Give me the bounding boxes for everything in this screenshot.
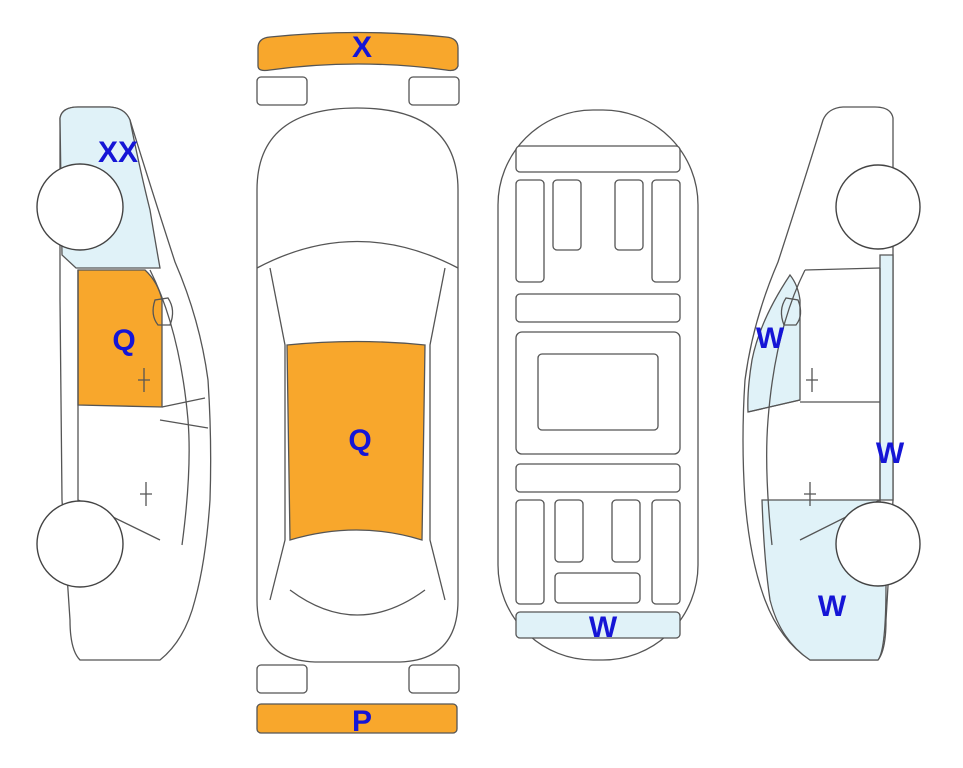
right-roof-line	[804, 267, 881, 271]
underbody-rear-rail-right	[651, 499, 681, 605]
label-right-rear-quarter: W	[818, 590, 847, 623]
left-door-handle-front	[138, 368, 150, 392]
underbody-front-rail-left	[515, 179, 545, 283]
label-underbody-rear: W	[589, 611, 618, 644]
top-side-line-right	[429, 267, 446, 601]
rear-light-right	[408, 664, 460, 694]
front-bumper-panel[interactable]	[257, 31, 459, 72]
right-door-line	[799, 268, 881, 541]
label-left-front-door: Q	[112, 324, 135, 357]
rear-bumper-panel[interactable]	[256, 703, 458, 734]
underbody-rear-inner-right	[611, 499, 641, 563]
roof-panel[interactable]	[286, 340, 426, 541]
underbody-mid-bar-2	[515, 463, 681, 493]
underbody-view: W	[497, 109, 699, 661]
right-door-handle-front	[806, 368, 818, 392]
front-light-right	[408, 76, 460, 106]
left-side-view: XX Q	[36, 106, 212, 661]
left-door-handle-rear	[140, 482, 152, 506]
rear-window-top	[289, 589, 426, 616]
right-window-line	[766, 269, 806, 546]
underbody-mid-bar-1	[515, 293, 681, 323]
right-side-view: W W W	[742, 106, 921, 661]
windshield-top	[256, 240, 459, 269]
front-light-left	[256, 76, 308, 106]
underbody-front-inner-right	[614, 179, 644, 251]
right-front-wheel	[835, 164, 921, 250]
underbody-rear-bar-panel[interactable]	[515, 611, 681, 639]
label-right-rear-door: W	[876, 437, 905, 470]
underbody-front-bar	[515, 145, 681, 173]
top-view: X Q P	[256, 31, 460, 738]
right-rear-wheel	[835, 501, 921, 587]
underbody-front-inner-left	[552, 179, 582, 251]
left-rear-wheel	[36, 500, 124, 588]
rear-light-left	[256, 664, 308, 694]
underbody-rear-cross	[554, 572, 641, 604]
right-door-handle-rear	[804, 482, 816, 506]
left-mirror	[152, 297, 174, 326]
right-mirror	[780, 297, 802, 326]
left-door-line	[77, 270, 161, 541]
label-left-front-fender: XX	[98, 136, 138, 169]
label-front-bumper: X	[352, 31, 372, 64]
underbody-rear-inner-left	[554, 499, 584, 563]
right-beltline	[747, 399, 880, 413]
left-beltline	[159, 397, 209, 429]
left-front-wheel	[36, 163, 124, 251]
left-window-line	[149, 269, 190, 546]
underbody-rear-rail-left	[515, 499, 545, 605]
label-roof: Q	[348, 424, 371, 457]
underbody-center-panel	[537, 353, 659, 431]
underbody-front-rail-right	[651, 179, 681, 283]
label-rear-bumper: P	[352, 705, 372, 738]
label-right-front-door: W	[756, 322, 785, 355]
top-side-line-left	[269, 267, 286, 601]
